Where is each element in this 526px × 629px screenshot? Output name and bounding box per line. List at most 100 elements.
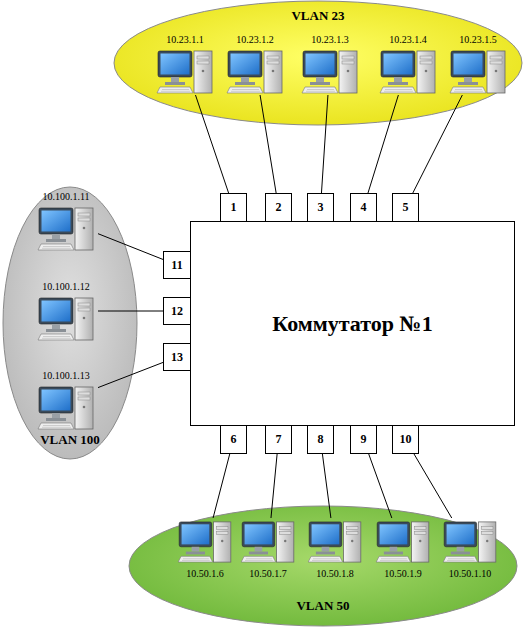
vlan-zone: VLAN 50 10.50.1.6 10.50.1.7 10.50.1.8 10.50.… [128, 505, 518, 627]
switch-port: 4 [350, 193, 377, 222]
ip-address: 10.23.1.3 [311, 33, 349, 46]
computer-icon [37, 206, 95, 252]
ip-address: 10.23.1.1 [166, 33, 204, 46]
cable [213, 454, 230, 518]
cable [322, 454, 330, 518]
computer-icon [239, 520, 297, 564]
computer: 10.50.1.10 [438, 518, 502, 580]
switch-port: 3 [307, 193, 334, 222]
computer: 10.23.1.5 [446, 33, 510, 95]
port-number: 6 [231, 432, 237, 447]
computer-icon-use [157, 51, 212, 93]
port-number: 11 [171, 258, 182, 273]
computer: 10.50.1.6 [173, 518, 237, 580]
computer: 10.50.1.8 [303, 518, 367, 580]
computer-icon-use [376, 522, 429, 562]
vlan-ellipse-shape [129, 506, 517, 626]
port-number: 7 [276, 432, 282, 447]
cable [321, 95, 327, 193]
port-number: 13 [171, 350, 183, 365]
cable [414, 454, 452, 518]
ip-address: 10.100.1.11 [42, 190, 89, 203]
computer: 10.50.1.9 [371, 518, 435, 580]
computer-icon [379, 49, 437, 95]
cable [369, 454, 392, 518]
cable [260, 95, 276, 193]
computer: 10.50.1.7 [236, 518, 300, 580]
computer: 10.23.1.4 [376, 33, 440, 95]
switch-port: 2 [265, 193, 292, 222]
vlan-zone: VLAN 23 10.23.1.1 10.23.1.2 10.23.1.3 10.23.… [113, 0, 523, 126]
switch-label: Коммутатор №1 [272, 311, 432, 337]
switch-port: 9 [350, 425, 377, 454]
ip-address: 10.50.1.6 [186, 567, 224, 580]
port-number: 1 [231, 200, 237, 215]
vlan-label: VLAN 50 [128, 598, 518, 614]
vlan-label: VLAN 100 [2, 432, 138, 448]
port-number: 12 [171, 304, 183, 319]
computer: 10.100.1.11 [34, 190, 98, 252]
switch-port: 11 [163, 251, 191, 279]
ip-address: 10.50.1.10 [449, 567, 492, 580]
computer-icon [37, 385, 95, 431]
port-number: 5 [403, 200, 409, 215]
computer-icon [301, 49, 359, 95]
computer-icon [449, 49, 507, 95]
port-number: 9 [361, 432, 367, 447]
vlan-ellipse-shape [114, 1, 522, 125]
port-number: 8 [318, 432, 324, 447]
computer: 10.23.1.3 [298, 33, 362, 95]
ip-address: 10.50.1.8 [316, 567, 354, 580]
switch-port: 5 [392, 193, 419, 222]
computer-icon-use [241, 522, 294, 562]
computer-icon-use [443, 522, 496, 562]
computer: 10.100.1.12 [34, 280, 98, 342]
switch-port: 12 [163, 297, 191, 325]
computer-icon-use [227, 51, 282, 93]
switch-port: 6 [220, 425, 247, 454]
cable [195, 95, 228, 193]
vlan-label: VLAN 23 [113, 8, 523, 24]
cable [271, 454, 277, 518]
port-number: 3 [318, 200, 324, 215]
ip-address: 10.50.1.9 [384, 567, 422, 580]
cable [98, 234, 163, 260]
computer: 10.23.1.2 [223, 33, 287, 95]
computer-icon-use [178, 522, 231, 562]
computer-icon [306, 520, 364, 564]
cable [98, 362, 163, 387]
switch-port: 10 [392, 425, 419, 454]
ip-address: 10.23.1.2 [236, 33, 274, 46]
computer-icon-use [302, 51, 357, 93]
ip-address: 10.23.1.4 [389, 33, 427, 46]
computer-icon [176, 520, 234, 564]
computer-icon [156, 49, 214, 95]
ip-address: 10.50.1.7 [249, 567, 287, 580]
cable [98, 311, 163, 312]
ip-address: 10.100.1.13 [42, 369, 90, 382]
computer: 10.100.1.13 [34, 369, 98, 431]
computer-icon [37, 296, 95, 342]
computer-icon-use [380, 51, 435, 93]
ip-address: 10.23.1.5 [459, 33, 497, 46]
computer-icon [441, 520, 499, 564]
computer-icon [226, 49, 284, 95]
computer-icon-use [308, 522, 361, 562]
port-number: 2 [276, 200, 282, 215]
computer-icon-use [38, 298, 93, 340]
computer-icon [374, 520, 432, 564]
cable [413, 95, 463, 193]
computer-icon-use [38, 208, 93, 250]
ip-address: 10.100.1.12 [42, 280, 90, 293]
computer: 10.23.1.1 [153, 33, 217, 95]
vlan-zone: VLAN 100 10.100.1.11 10.100.1.12 10.100.1.1… [2, 186, 138, 460]
vlan-ellipse-shape [3, 187, 137, 459]
port-number: 10 [400, 432, 412, 447]
computer-icon-use [450, 51, 505, 93]
switch-port: 1 [220, 193, 247, 222]
switch-port: 13 [163, 343, 191, 371]
switch-box: Коммутатор №1 [190, 221, 515, 426]
cable [368, 95, 398, 193]
switch-port: 8 [307, 425, 334, 454]
